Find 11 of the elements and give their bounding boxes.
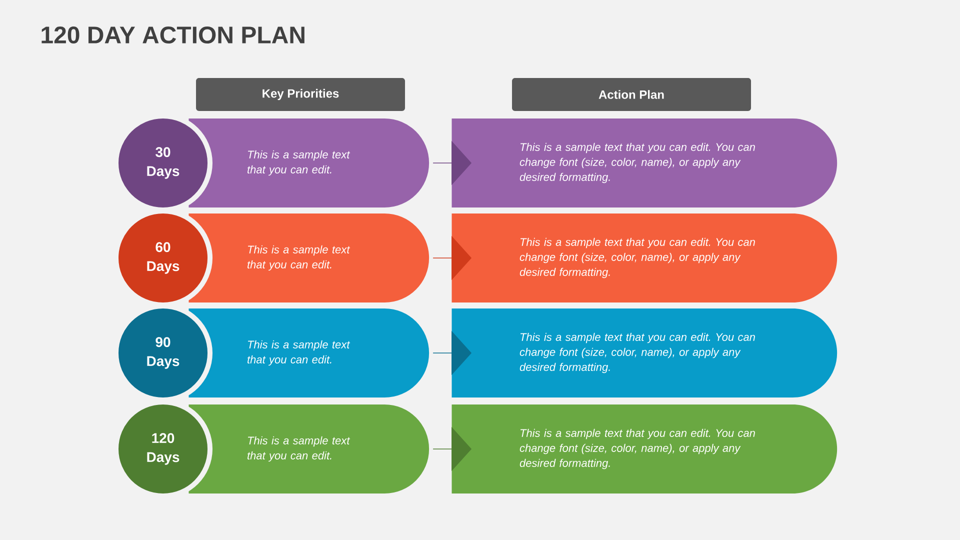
column-header: Action Plan: [512, 78, 751, 111]
action-band: This is a sample text that you can edit. You can change font (size, color, name), or apply any desired formatting.: [452, 308, 838, 398]
priority-band: This is a sample text that you can edit.: [186, 116, 432, 210]
action-band: This is a sample text that you can edit. You can change font (size, color, name), or apply any desired formatting.: [452, 404, 838, 494]
action-band: This is a sample text that you can edit. You can change font (size, color, name), or apply any desired formatting.: [452, 118, 838, 208]
action-band: This is a sample text that you can edit. You can change font (size, color, name), or apply any desired formatting.: [452, 214, 838, 302]
priority-band: This is a sample text that you can edit.: [186, 210, 432, 306]
priority-band: This is a sample text that you can edit.: [186, 402, 432, 496]
priority-band: This is a sample text that you can edit.: [186, 306, 432, 400]
title: 120 DAY ACTION PLAN: [42, 26, 304, 44]
column-header: Key Priorities: [196, 78, 405, 111]
